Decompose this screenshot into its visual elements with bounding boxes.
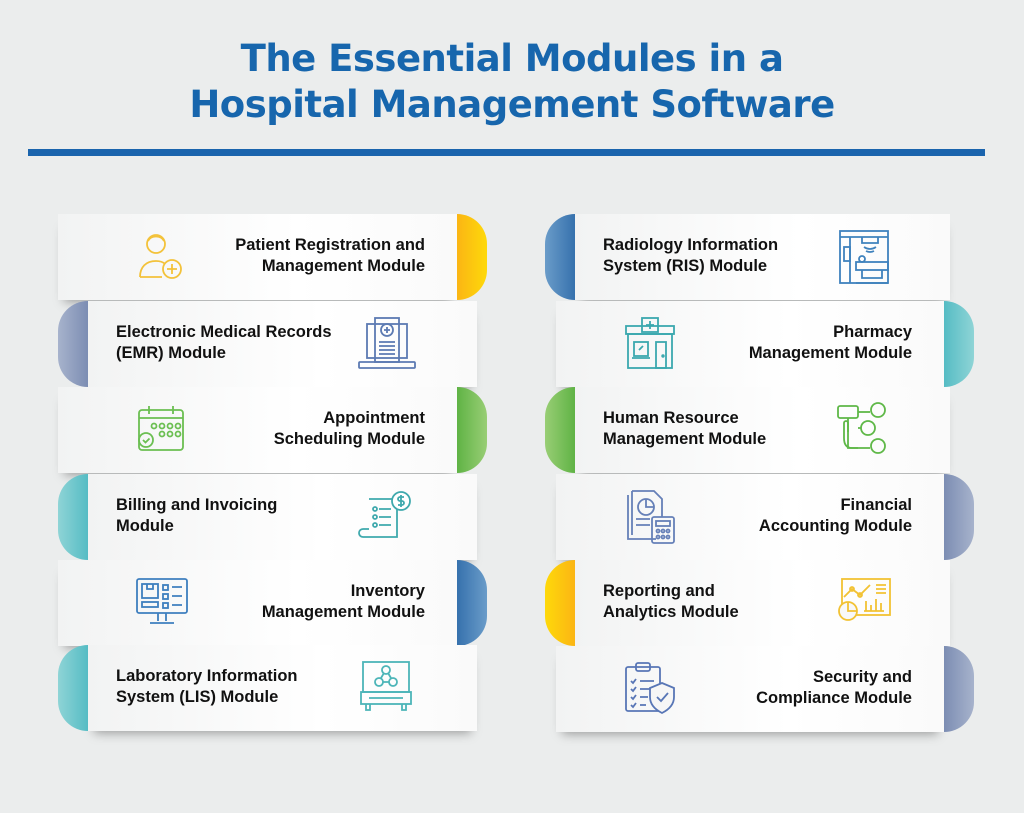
monitor-inventory-icon — [134, 575, 190, 631]
accent-cap — [944, 301, 974, 387]
accent-cap — [58, 645, 88, 731]
title-divider — [28, 149, 985, 156]
pharmacy-store-icon — [622, 316, 678, 372]
lab-molecule-icon — [357, 660, 413, 716]
accent-cap — [545, 387, 575, 473]
accent-cap — [457, 387, 487, 473]
accent-cap — [58, 301, 88, 387]
medical-record-laptop-icon — [357, 316, 416, 372]
accent-cap — [545, 214, 575, 300]
radiology-scanner-icon — [836, 229, 892, 285]
accent-cap — [457, 214, 487, 300]
accent-cap — [944, 646, 974, 732]
invoice-dollar-icon — [357, 489, 413, 545]
analytics-dashboard-icon — [836, 575, 892, 631]
calculator-report-icon — [622, 489, 678, 545]
accent-cap — [58, 474, 88, 560]
module-card-emr: Electronic Medical Records(EMR) Module — [58, 301, 477, 387]
accent-cap — [457, 560, 487, 646]
title-line-2: Hospital Management Software — [189, 83, 835, 126]
accent-cap — [545, 560, 575, 646]
accent-cap — [944, 474, 974, 560]
module-label: Electronic Medical Records(EMR) Module — [116, 323, 332, 362]
page-title: The Essential Modules in a Hospital Mana… — [0, 36, 1024, 128]
hr-org-chart-icon — [836, 402, 892, 458]
patient-plus-icon — [134, 229, 190, 285]
calendar-check-icon — [134, 402, 190, 458]
title-line-1: The Essential Modules in a — [240, 37, 784, 80]
clipboard-shield-icon — [622, 661, 678, 717]
